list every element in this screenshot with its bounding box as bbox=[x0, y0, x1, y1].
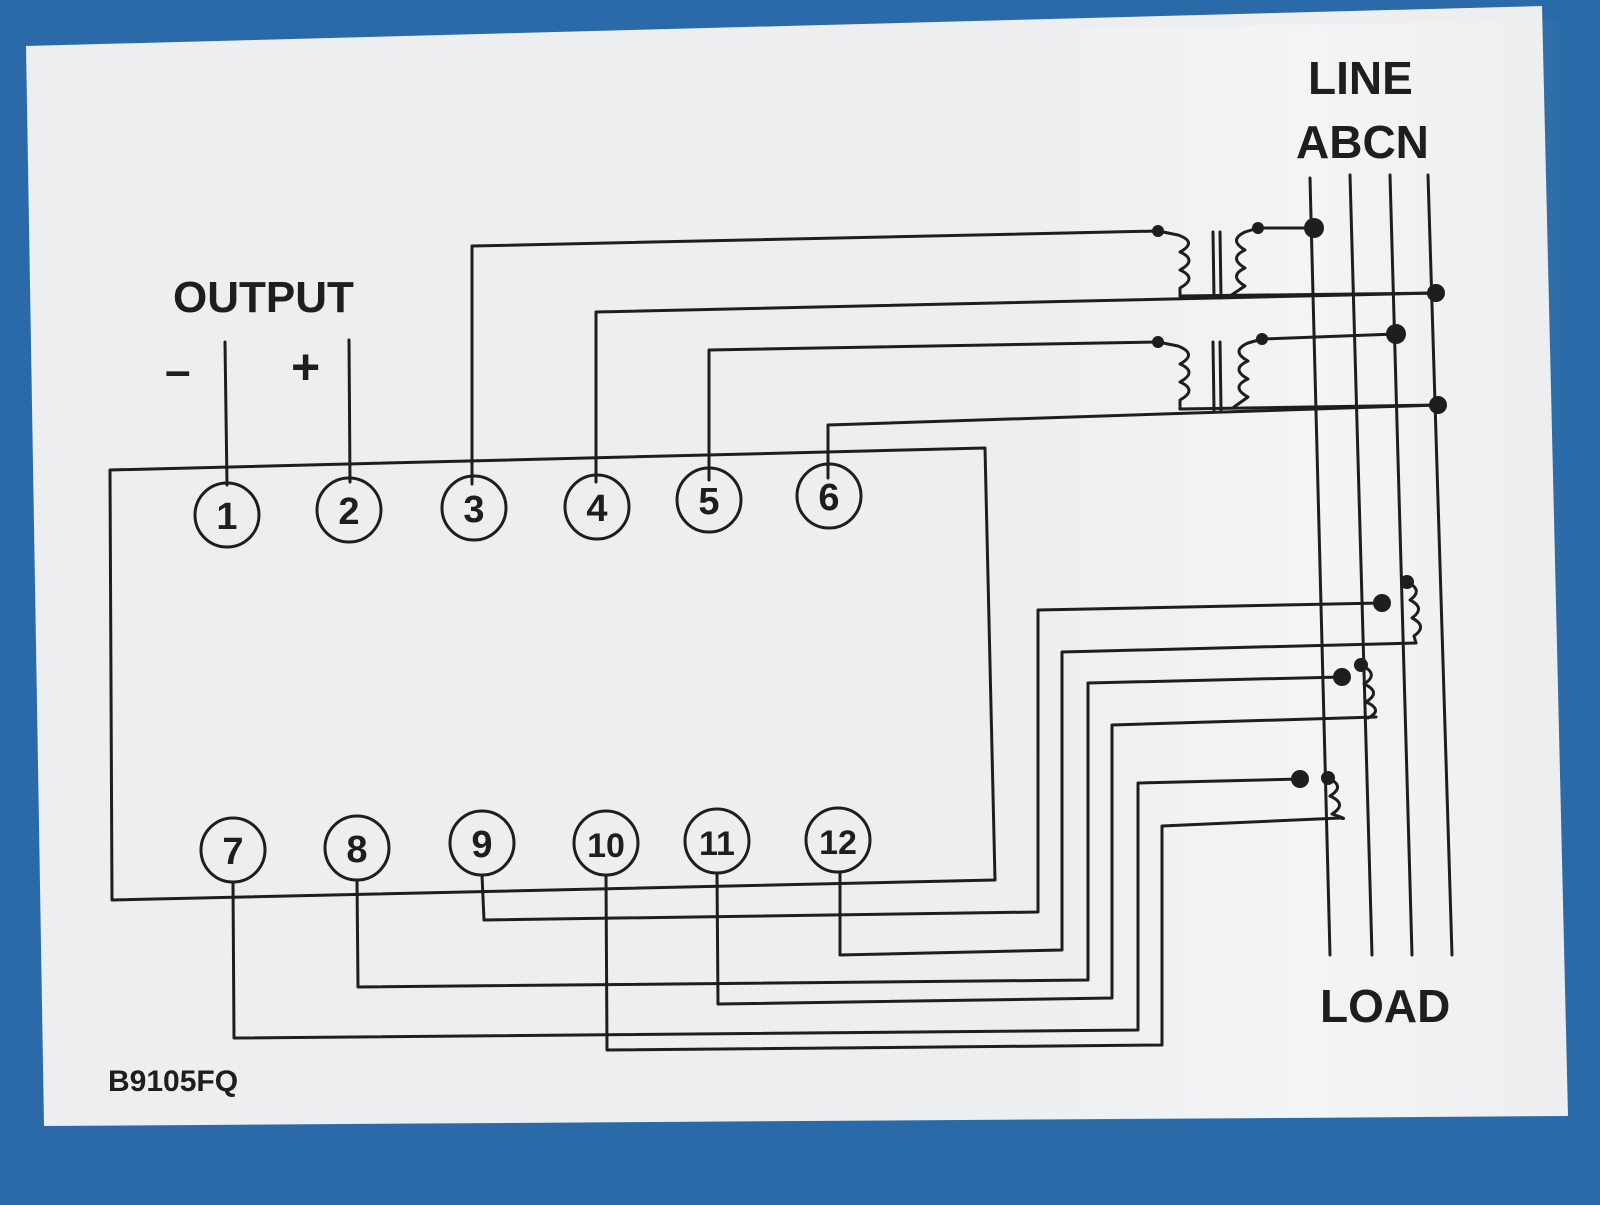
terminal-9-label: 9 bbox=[471, 824, 492, 866]
meter-body-outline bbox=[108, 446, 997, 902]
terminal-4-label: 4 bbox=[586, 488, 607, 530]
junction-dots bbox=[1152, 218, 1447, 788]
terminal-11-ring bbox=[683, 807, 751, 875]
terminal-4-ring bbox=[563, 473, 631, 541]
terminal-3-ring bbox=[440, 474, 508, 542]
output-plus-lead bbox=[347, 338, 352, 484]
terminal-9-ring bbox=[448, 809, 516, 877]
terminals bbox=[193, 462, 872, 884]
pt2-secondary-coil bbox=[1232, 337, 1264, 409]
terminal-10-label: 10 bbox=[587, 827, 625, 865]
bus-c bbox=[1388, 173, 1414, 957]
terminal-6-ring bbox=[795, 462, 863, 530]
terminal-6-label: 6 bbox=[818, 477, 839, 519]
wire-terminal-11 bbox=[715, 715, 1378, 1006]
terminal-8-ring bbox=[323, 814, 391, 882]
wire-terminal-9 bbox=[480, 601, 1384, 922]
pt1-secondary-bottom bbox=[1178, 291, 1438, 298]
terminal-7-ring bbox=[199, 816, 267, 884]
output-label: OUTPUT bbox=[173, 273, 354, 322]
pt2-secondary-tap bbox=[1260, 332, 1398, 341]
bus-b bbox=[1348, 173, 1374, 957]
ct-a-coil bbox=[1405, 580, 1422, 645]
wire-terminal-8 bbox=[355, 675, 1344, 989]
terminal-5-ring bbox=[675, 466, 743, 534]
terminal-7-label: 7 bbox=[222, 831, 243, 873]
bus-n bbox=[1426, 173, 1454, 957]
glare bbox=[1000, 20, 1568, 1120]
terminal-1-ring bbox=[193, 481, 261, 549]
ct-c-coil bbox=[1326, 776, 1346, 820]
pt1-primary-coil bbox=[1156, 229, 1191, 298]
wire-terminal-4 bbox=[594, 291, 1438, 484]
phase-labels: ABCN bbox=[1296, 116, 1429, 168]
terminal-3-label: 3 bbox=[463, 489, 484, 531]
pt2-core-2 bbox=[1218, 340, 1223, 412]
pt1-core-1 bbox=[1211, 230, 1216, 300]
pt1-secondary-coil bbox=[1228, 226, 1260, 298]
wire-terminal-6 bbox=[826, 403, 1440, 480]
wire-terminal-5 bbox=[707, 340, 1160, 482]
load-label: LOAD bbox=[1320, 980, 1450, 1032]
terminal-5-label: 5 bbox=[698, 481, 719, 523]
line-label: LINE bbox=[1308, 52, 1413, 104]
pt1-core-2 bbox=[1218, 230, 1223, 300]
wire-terminal-3 bbox=[470, 229, 1160, 486]
ct-b-coil bbox=[1359, 663, 1377, 720]
wire-terminal-7 bbox=[231, 777, 1302, 1040]
terminal-12-ring bbox=[804, 806, 872, 874]
wire-terminal-12 bbox=[838, 641, 1418, 957]
output-minus-label: – bbox=[165, 344, 191, 396]
output-plus-label: + bbox=[291, 339, 320, 395]
output-minus-lead bbox=[223, 340, 229, 487]
pt2-secondary-bottom bbox=[1178, 403, 1440, 411]
pt2-primary-coil bbox=[1156, 340, 1191, 411]
wire-terminal-10 bbox=[604, 816, 1342, 1052]
terminal-11-label: 11 bbox=[699, 825, 735, 863]
part-number: B9105FQ bbox=[108, 1065, 238, 1098]
terminal-1-label: 1 bbox=[216, 496, 237, 538]
bus-a bbox=[1308, 176, 1332, 957]
terminal-8-label: 8 bbox=[346, 829, 367, 871]
pt2-core-1 bbox=[1211, 340, 1216, 412]
terminal-10-ring bbox=[572, 809, 640, 877]
terminal-2-ring bbox=[315, 476, 383, 544]
terminal-2-label: 2 bbox=[338, 491, 359, 533]
terminal-12-label: 12 bbox=[819, 824, 857, 862]
